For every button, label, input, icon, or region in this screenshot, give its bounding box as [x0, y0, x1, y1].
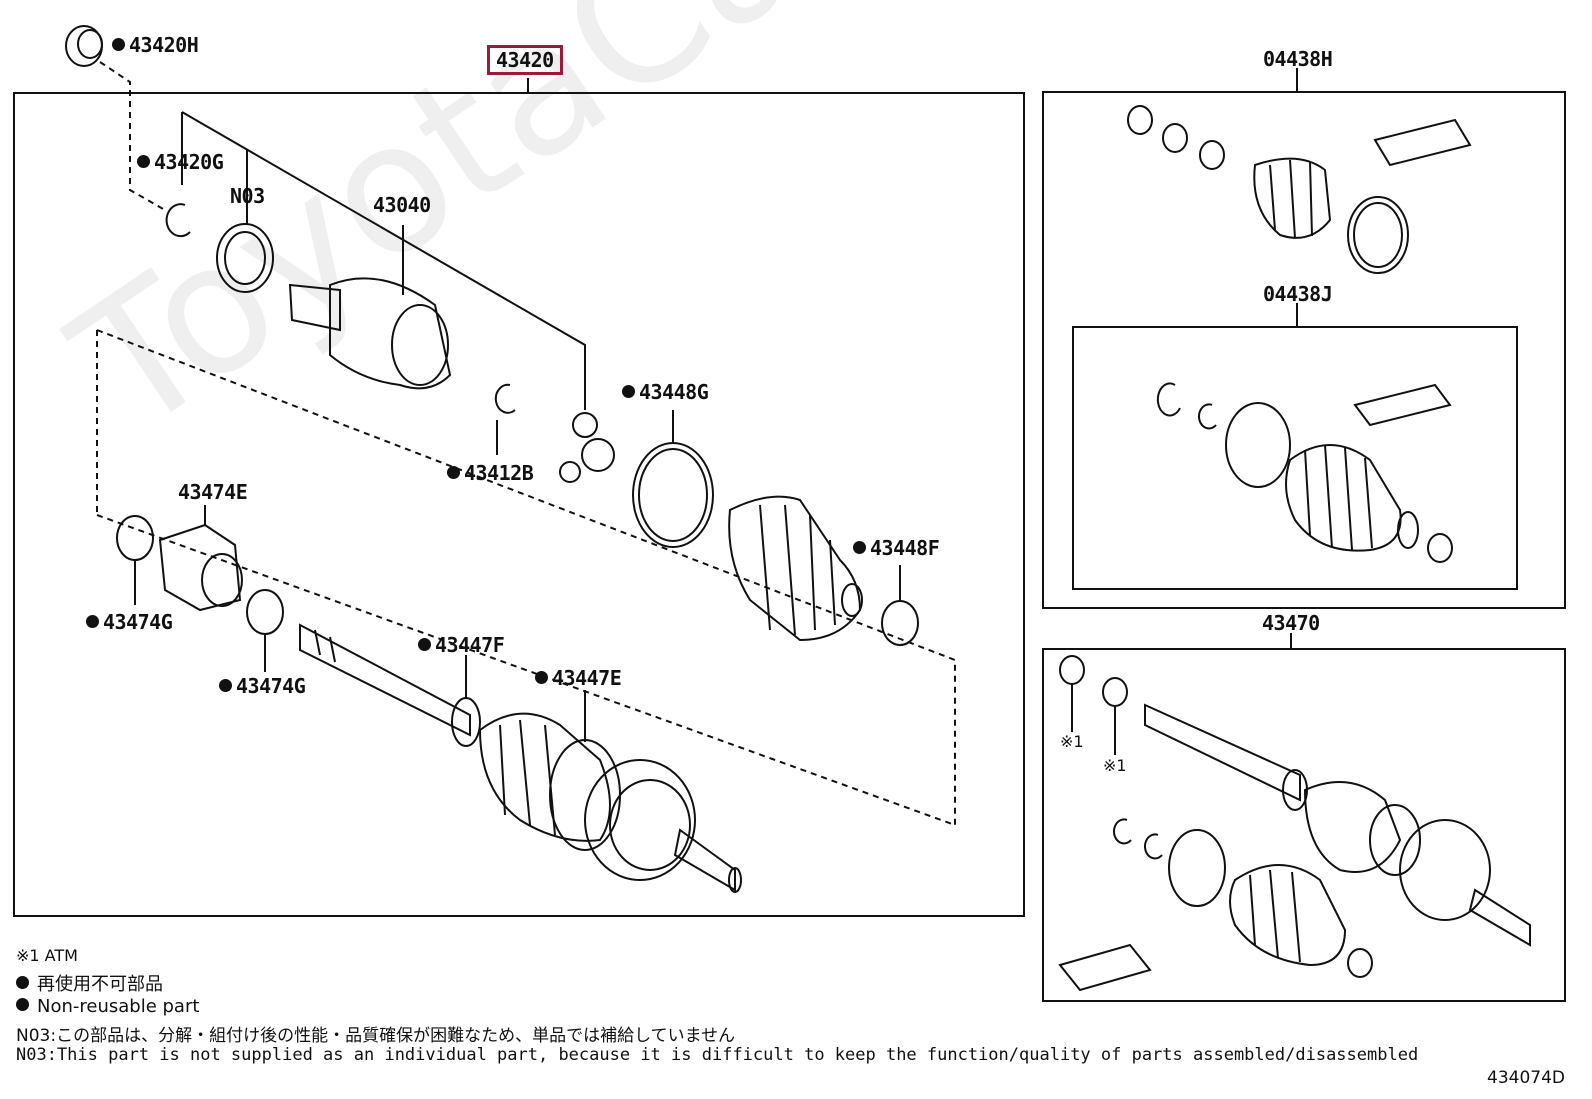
callout-text: 43448G	[639, 380, 709, 404]
callout-text: 43447E	[552, 666, 622, 690]
note-text: 再使用不可部品	[37, 974, 163, 995]
callout-43447E: 43447E	[535, 666, 622, 690]
callout-04438H: 04438H	[1263, 47, 1333, 71]
non-reusable-dot-icon	[622, 385, 635, 398]
callout-text: 43474G	[236, 674, 306, 698]
non-reusable-dot-icon	[418, 638, 431, 651]
figure-id: 434074D	[1487, 1068, 1565, 1088]
callout-43040: 43040	[373, 193, 431, 217]
callout-43420G: 43420G	[137, 150, 224, 174]
frame-04438H	[1042, 91, 1566, 609]
note-n03-en: N03:This part is not supplied as an indi…	[16, 1045, 1419, 1065]
non-reusable-dot-icon	[853, 541, 866, 554]
callout-43474G-left: 43474G	[86, 610, 173, 634]
non-reusable-dot-icon	[137, 155, 150, 168]
callout-text: 43448F	[870, 536, 940, 560]
non-reusable-dot-icon	[112, 38, 125, 51]
frame-04438J	[1072, 326, 1518, 590]
callout-43412B: 43412B	[447, 461, 534, 485]
non-reusable-dot-icon	[535, 671, 548, 684]
note-nonreusable-ja: 再使用不可部品	[16, 970, 163, 996]
note-n03-ja: N03:この部品は、分解・組付け後の性能・品質確保が困難なため、単品では補給して…	[16, 1026, 736, 1046]
callout-N03: N03	[230, 184, 265, 208]
callout-04438J: 04438J	[1263, 282, 1333, 306]
callout-43448F: 43448F	[853, 536, 940, 560]
bullet-dot-icon	[16, 976, 29, 989]
callout-43420-highlighted[interactable]: 43420	[487, 45, 563, 75]
frame-43420	[13, 92, 1025, 917]
note-text: Non-reusable part	[37, 996, 200, 1017]
callout-text: 43420H	[129, 33, 199, 57]
bullet-dot-icon	[16, 998, 29, 1011]
callout-text: 43412B	[464, 461, 534, 485]
callout-43448G: 43448G	[622, 380, 709, 404]
callout-text: 43447F	[435, 633, 505, 657]
non-reusable-dot-icon	[86, 615, 99, 628]
note-nonreusable-en: Non-reusable part	[16, 996, 199, 1017]
non-reusable-dot-icon	[447, 466, 460, 479]
callout-43474E: 43474E	[178, 480, 248, 504]
callout-text: 43420G	[154, 150, 224, 174]
note-atm: ※1 ATM	[16, 946, 78, 965]
callout-43447F: 43447F	[418, 633, 505, 657]
atm-mark-1: ※1	[1060, 732, 1084, 751]
atm-mark-2: ※1	[1103, 756, 1127, 775]
non-reusable-dot-icon	[219, 679, 232, 692]
frame-43470	[1042, 648, 1566, 1002]
callout-43420H: 43420H	[112, 33, 199, 57]
callout-43474G-right: 43474G	[219, 674, 306, 698]
callout-text: 43474G	[103, 610, 173, 634]
callout-43470: 43470	[1262, 611, 1320, 635]
